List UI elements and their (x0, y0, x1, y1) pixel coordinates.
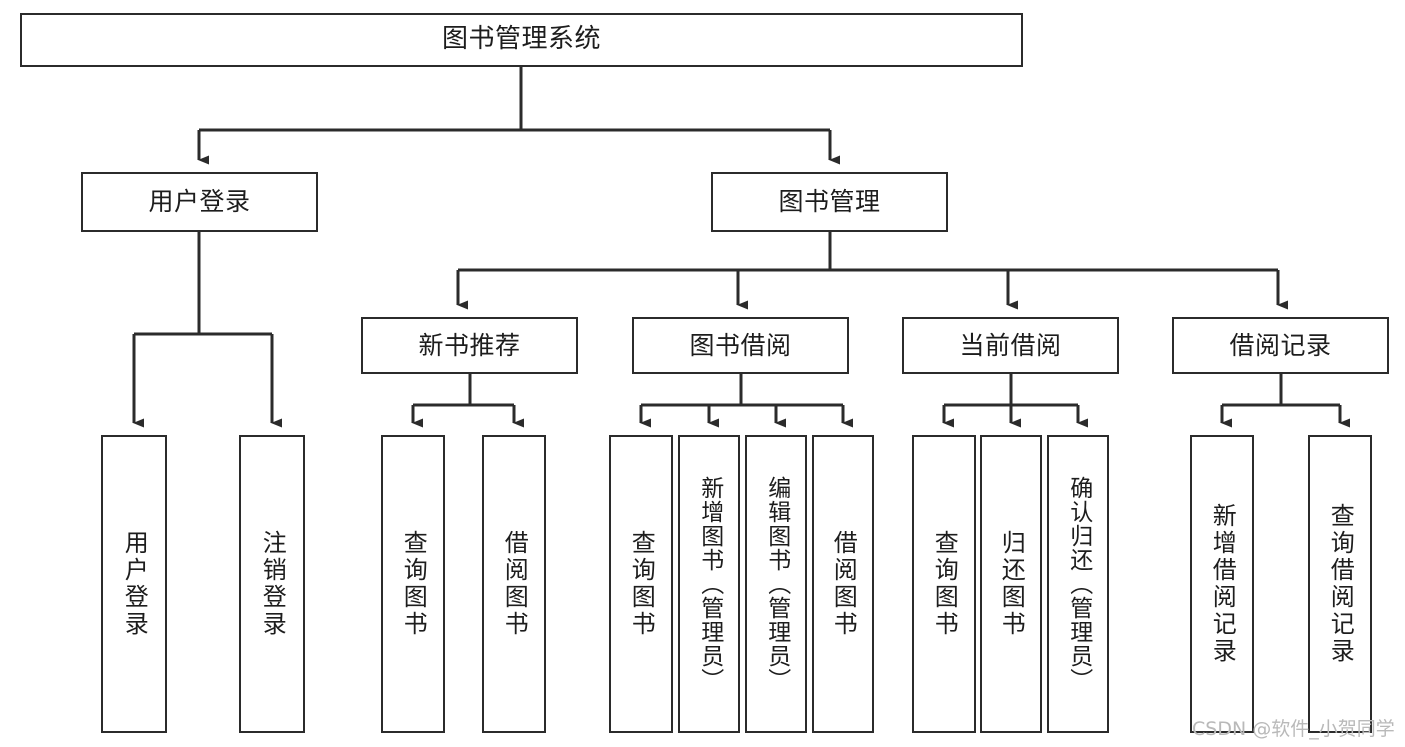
leaf-borrow-book[interactable]: 借阅图书 (812, 435, 874, 733)
leaf-logout[interactable]: 注销登录 (239, 435, 305, 733)
node-label: 当前借阅 (959, 330, 1062, 360)
leaf-label: 借阅图书 (829, 530, 858, 638)
leaf-label: 查询借阅记录 (1326, 503, 1355, 665)
node-new-book-recommend[interactable]: 新书推荐 (361, 317, 578, 374)
leaf-label: 新增图书（管理员） (696, 476, 723, 692)
node-current-borrow[interactable]: 当前借阅 (902, 317, 1119, 374)
leaf-query-borrow-record[interactable]: 查询借阅记录 (1308, 435, 1372, 733)
leaf-confirm-return-admin[interactable]: 确认归还（管理员） (1047, 435, 1109, 733)
node-book-borrow[interactable]: 图书借阅 (632, 317, 849, 374)
node-borrow-record[interactable]: 借阅记录 (1172, 317, 1389, 374)
node-label: 借阅记录 (1229, 330, 1332, 360)
csdn-watermark: CSDN @软件_小贺同学 (1192, 718, 1395, 740)
node-label: 图书借阅 (689, 330, 792, 360)
leaf-borrow-book-recommend[interactable]: 借阅图书 (482, 435, 546, 733)
leaf-add-borrow-record[interactable]: 新增借阅记录 (1190, 435, 1254, 733)
node-user-login[interactable]: 用户登录 (81, 172, 318, 232)
leaf-label: 查询图书 (930, 530, 959, 638)
leaf-query-book-borrow[interactable]: 查询图书 (609, 435, 673, 733)
node-label: 图书管理 (778, 187, 881, 216)
leaf-label: 归还图书 (997, 530, 1026, 638)
leaf-user-login[interactable]: 用户登录 (101, 435, 167, 733)
leaf-label: 新增借阅记录 (1208, 503, 1237, 665)
leaf-add-book-admin[interactable]: 新增图书（管理员） (678, 435, 740, 733)
leaf-edit-book-admin[interactable]: 编辑图书（管理员） (745, 435, 807, 733)
leaf-label: 编辑图书（管理员） (763, 476, 790, 692)
node-root-book-management-system[interactable]: 图书管理系统 (20, 13, 1023, 67)
leaf-label: 注销登录 (258, 530, 287, 638)
node-label: 用户登录 (148, 187, 251, 216)
node-label: 新书推荐 (418, 330, 521, 360)
leaf-label: 查询图书 (399, 530, 428, 638)
leaf-return-book[interactable]: 归还图书 (980, 435, 1042, 733)
leaf-query-book-recommend[interactable]: 查询图书 (381, 435, 445, 733)
leaf-label: 查询图书 (627, 530, 656, 638)
leaf-label: 确认归还（管理员） (1065, 476, 1092, 692)
leaf-label: 借阅图书 (500, 530, 529, 638)
leaf-label: 用户登录 (120, 530, 149, 638)
node-book-management[interactable]: 图书管理 (711, 172, 948, 232)
node-label: 图书管理系统 (441, 24, 601, 55)
leaf-query-book-current[interactable]: 查询图书 (912, 435, 976, 733)
